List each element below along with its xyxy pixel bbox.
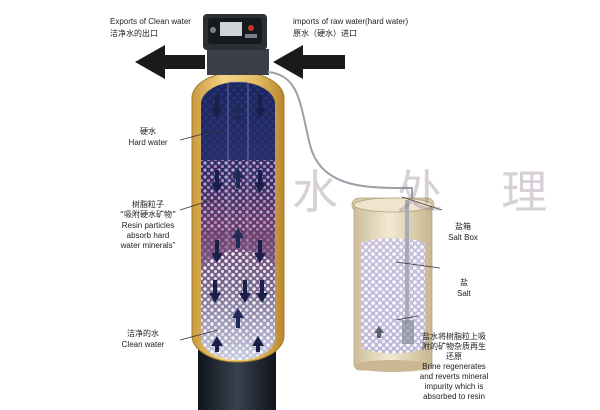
clean-water-exit-arrow	[135, 45, 205, 79]
clean-water-label-en: Clean water	[108, 340, 178, 350]
control-valve-icon	[203, 14, 269, 75]
resin-label-en-2: absorb hard	[108, 231, 188, 241]
brine-label-zh-3: 还原	[408, 352, 500, 362]
imports-label-en: imports of raw water(hard water)	[293, 17, 408, 27]
brine-label-zh-2: 附的矿物杂质再生	[408, 342, 500, 352]
resin-label-en-1: Resin particles	[108, 221, 188, 231]
imports-label-zh: 原水（硬水）进口	[293, 29, 357, 39]
resin-label-zh: 树脂粒子	[108, 200, 188, 210]
exports-label-en: Exports of Clean water	[110, 17, 191, 27]
brine-label-zh-1: 盐水将树脂粒上吸	[408, 332, 500, 342]
salt-box-label-zh: 盐箱	[438, 222, 488, 232]
salt-box-label-en: Salt Box	[438, 233, 488, 243]
brine-label-en-1: Brine regenerates	[408, 362, 500, 372]
resin-label-zh-quote: “吸附硬水矿物”	[108, 210, 188, 220]
arrow-left-icon	[273, 45, 345, 79]
brine-label-en-3: impurity which is	[408, 382, 500, 392]
clean-water-label-zh: 洁净的水	[108, 329, 178, 339]
exports-label-zh: 洁净水的出口	[110, 29, 158, 39]
raw-water-inlet-arrow	[273, 45, 345, 79]
hard-water-label-zh: 硬水	[118, 127, 178, 137]
brine-label-en-2: and reverts mineral	[408, 372, 500, 382]
salt-label-en: Salt	[444, 289, 484, 299]
watermark-text: 水 处 理	[292, 156, 569, 222]
brine-label-en-4: absorbed to resin	[408, 392, 500, 402]
arrow-left-icon	[135, 45, 205, 79]
resin-label-en-3: water minerals”	[108, 241, 188, 251]
hard-water-label-en: Hard water	[118, 138, 178, 148]
salt-label-zh: 盐	[444, 278, 484, 288]
